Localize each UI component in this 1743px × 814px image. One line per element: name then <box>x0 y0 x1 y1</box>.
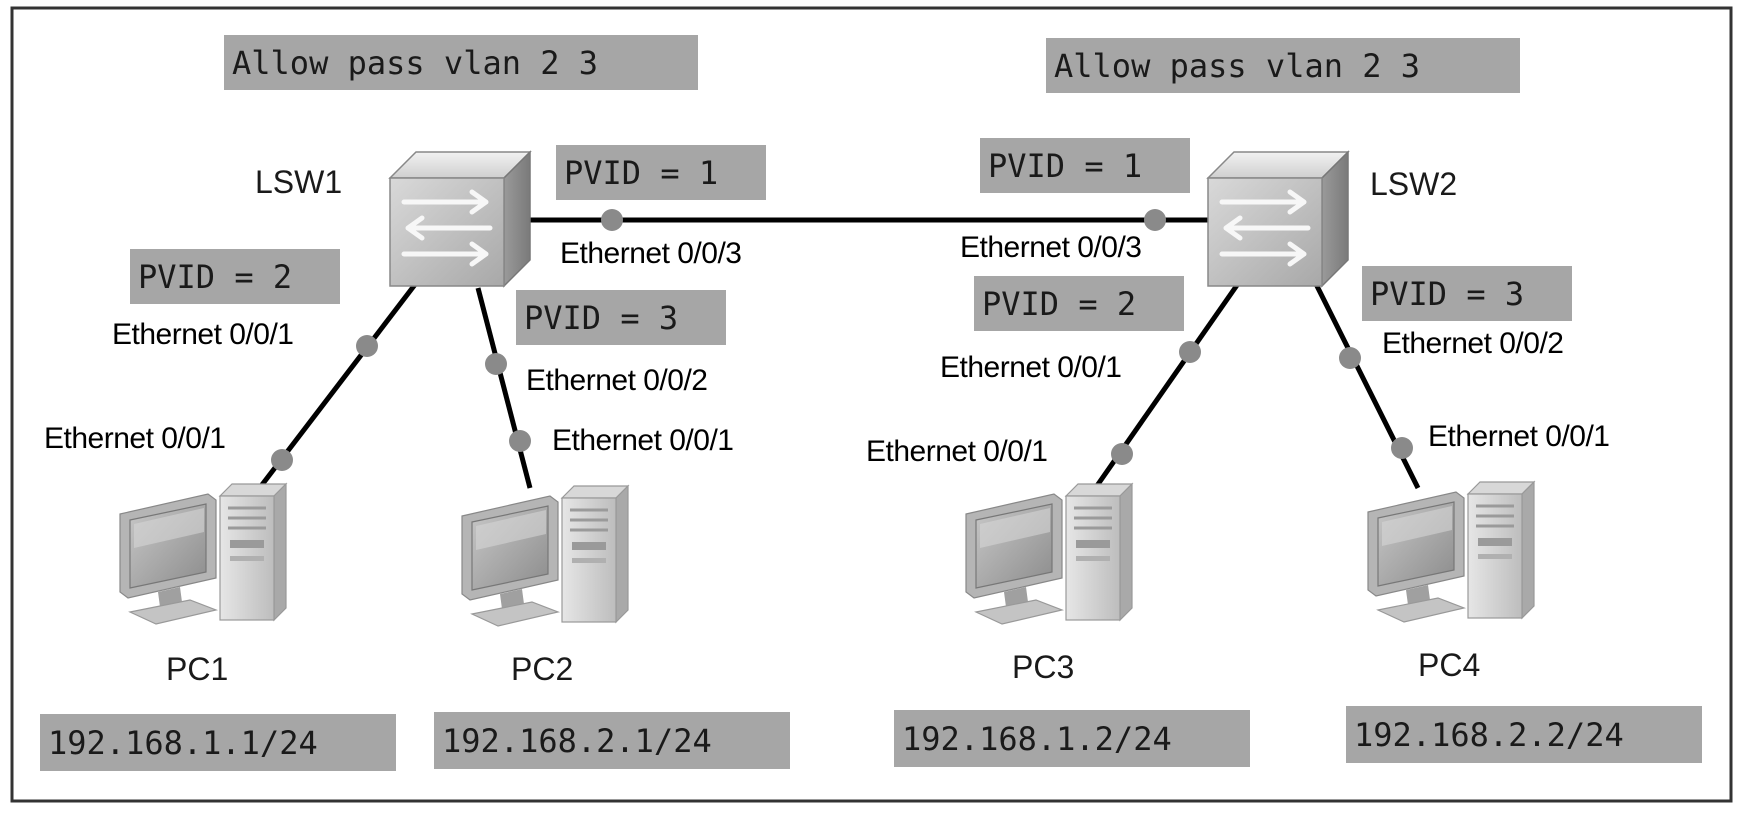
port-label-lsw1-e001: Ethernet 0/0/1 <box>112 318 293 351</box>
pc-pc1[interactable]: PC1 <box>118 482 288 687</box>
switch-lsw1[interactable]: LSW1 <box>255 152 530 286</box>
pc-name: PC3 <box>1012 649 1074 685</box>
pc-pc4[interactable]: PC4 <box>1366 480 1536 683</box>
trunk-note-lsw1: Allow pass vlan 2 3 <box>232 44 598 82</box>
switch-name: LSW2 <box>1370 166 1457 202</box>
pc-name: PC2 <box>511 651 573 687</box>
pc-pc3[interactable]: PC3 <box>964 482 1134 685</box>
port-dot-lsw2-e003 <box>1144 209 1166 231</box>
port-dot-pc4-e001 <box>1391 437 1413 459</box>
switch-name: LSW1 <box>255 164 342 200</box>
port-dot-pc1-e001 <box>271 449 293 471</box>
port-dots <box>271 209 1413 471</box>
pvid-lsw1-e002: PVID = 3 <box>524 299 678 337</box>
pvid-lsw2-e002: PVID = 3 <box>1370 275 1524 313</box>
switch-icon <box>1208 152 1348 286</box>
ip-pc4: 192.168.2.2/24 <box>1354 716 1624 754</box>
switch-icon <box>390 152 530 286</box>
port-label-pc4-e001: Ethernet 0/0/1 <box>1428 420 1609 453</box>
port-label-lsw2-e001: Ethernet 0/0/1 <box>940 351 1121 384</box>
port-label-pc3-e001: Ethernet 0/0/1 <box>866 435 1047 468</box>
port-label-lsw2-e003: Ethernet 0/0/3 <box>960 231 1141 264</box>
ip-pc2: 192.168.2.1/24 <box>442 722 712 760</box>
port-dot-lsw1-e003 <box>601 209 623 231</box>
port-dot-lsw2-e001 <box>1179 341 1201 363</box>
pvid-lsw2-e001: PVID = 2 <box>982 285 1136 323</box>
port-label-lsw1-e003: Ethernet 0/0/3 <box>560 237 741 270</box>
port-dot-lsw1-e001 <box>356 335 378 357</box>
port-dot-lsw2-e002 <box>1339 347 1361 369</box>
diagram-frame <box>10 6 1733 803</box>
port-dot-pc3-e001 <box>1111 443 1133 465</box>
ip-pc3: 192.168.1.2/24 <box>902 720 1172 758</box>
trunk-note-lsw2: Allow pass vlan 2 3 <box>1054 47 1420 85</box>
port-label-pc2-e001: Ethernet 0/0/1 <box>552 424 733 457</box>
pc-pc2[interactable]: PC2 <box>460 484 630 687</box>
port-label-lsw1-e002: Ethernet 0/0/2 <box>526 364 707 397</box>
port-dot-pc2-e001 <box>509 430 531 452</box>
pc-name: PC4 <box>1418 647 1480 683</box>
tag-labels: Allow pass vlan 2 3 Allow pass vlan 2 3 … <box>40 35 1702 771</box>
port-labels: Ethernet 0/0/3 Ethernet 0/0/3 Ethernet 0… <box>44 231 1610 468</box>
port-dot-lsw1-e002 <box>485 353 507 375</box>
pvid-lsw1-e001: PVID = 2 <box>138 258 292 296</box>
link-lsw1-pc2 <box>475 287 533 489</box>
ip-pc1: 192.168.1.1/24 <box>48 724 318 762</box>
pvid-lsw1-e003: PVID = 1 <box>564 154 718 192</box>
switch-lsw2[interactable]: LSW2 <box>1208 152 1457 286</box>
pc-name: PC1 <box>166 651 228 687</box>
port-label-pc1-e001: Ethernet 0/0/1 <box>44 422 225 455</box>
pvid-lsw2-e003: PVID = 1 <box>988 147 1142 185</box>
port-label-lsw2-e002: Ethernet 0/0/2 <box>1382 327 1563 360</box>
